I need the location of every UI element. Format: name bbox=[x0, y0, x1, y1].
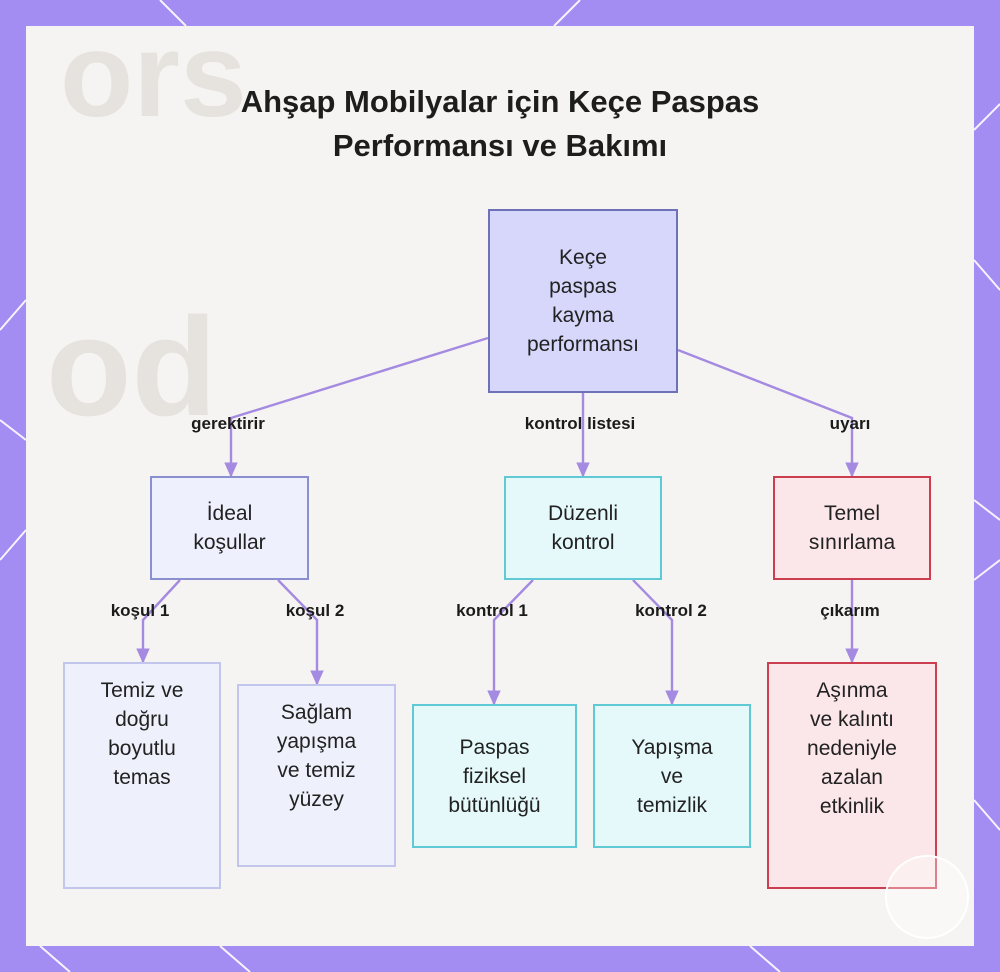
edge-ideal-contact bbox=[143, 580, 180, 662]
edge-label-requires: gerektirir bbox=[191, 414, 265, 434]
edge-label-cond1: koşul 1 bbox=[111, 601, 170, 621]
edge-root-ideal bbox=[231, 338, 488, 476]
logo-badge-icon bbox=[885, 855, 969, 939]
edge-label-warning: uyarı bbox=[830, 414, 871, 434]
node-adhesion-cleanliness[interactable]: Yapışma ve temizlik bbox=[593, 704, 751, 848]
node-basic-limitation[interactable]: Temel sınırlama bbox=[773, 476, 931, 580]
edge-label-checklist: kontrol listesi bbox=[525, 414, 636, 434]
node-mat-integrity[interactable]: Paspas fiziksel bütünlüğü bbox=[412, 704, 577, 848]
edge-control-adhesion bbox=[633, 580, 672, 704]
node-wear-effect[interactable]: Aşınma ve kalıntı nedeniyle azalan etkin… bbox=[767, 662, 937, 889]
node-solid-adhesion[interactable]: Sağlam yapışma ve temiz yüzey bbox=[237, 684, 396, 867]
edge-label-check2: kontrol 2 bbox=[635, 601, 707, 621]
edge-root-limit bbox=[678, 350, 852, 476]
edge-ideal-surface bbox=[278, 580, 317, 684]
edge-label-inference: çıkarım bbox=[820, 601, 880, 621]
edge-control-integrity bbox=[494, 580, 533, 704]
edge-label-check1: kontrol 1 bbox=[456, 601, 528, 621]
node-root[interactable]: Keçe paspas kayma performansı bbox=[488, 209, 678, 393]
node-ideal-conditions[interactable]: İdeal koşullar bbox=[150, 476, 309, 580]
node-clean-contact[interactable]: Temiz ve doğru boyutlu temas bbox=[63, 662, 221, 889]
edge-label-cond2: koşul 2 bbox=[286, 601, 345, 621]
node-regular-control[interactable]: Düzenli kontrol bbox=[504, 476, 662, 580]
